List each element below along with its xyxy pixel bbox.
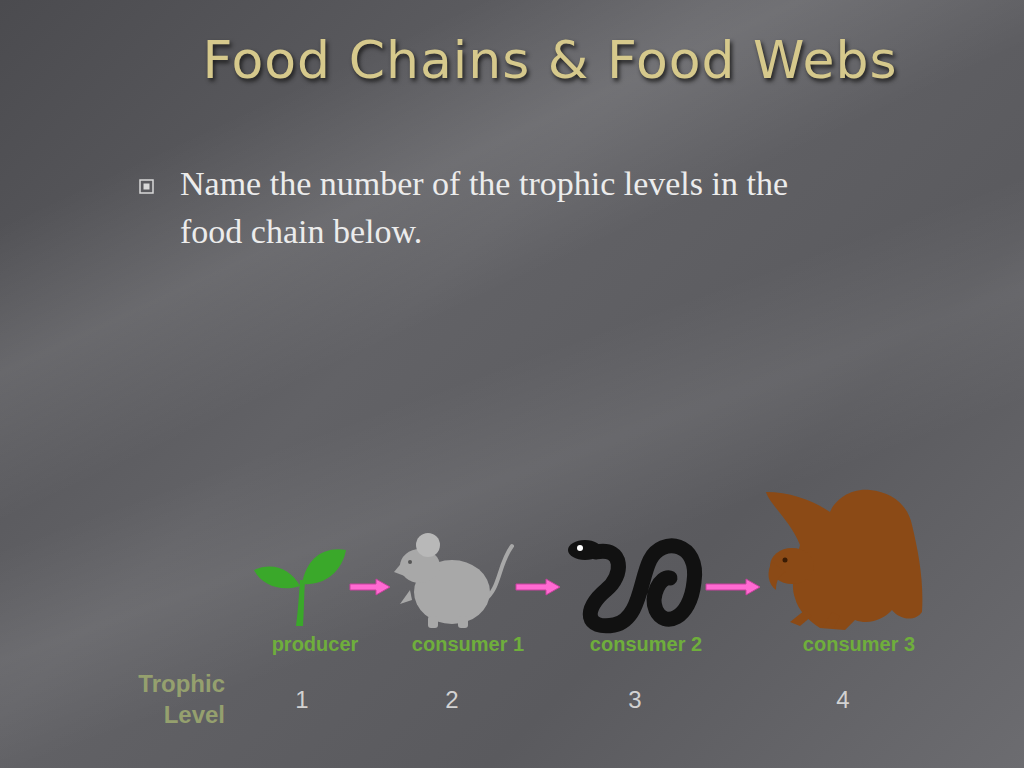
organism-node: consumer 1 [392, 518, 514, 630]
level-label: consumer 2 [590, 633, 702, 656]
axis-label: Trophic Level [105, 668, 225, 730]
food-arrow [516, 579, 560, 595]
snake-figure [568, 540, 695, 626]
food-arrow [350, 579, 390, 595]
mouse-figure [394, 533, 512, 628]
level-label: consumer 1 [412, 633, 524, 656]
level-label: consumer 3 [803, 633, 915, 656]
organism-node: consumer 2 [562, 522, 704, 632]
level-number: 2 [445, 686, 458, 714]
bullet-symbol [140, 180, 153, 193]
level-label: producer [272, 633, 359, 656]
organism-node: producer [250, 540, 348, 630]
sprout-figure [254, 549, 346, 626]
level-number: 3 [628, 686, 641, 714]
organism-node: consumer 3 [762, 484, 930, 630]
eagle-figure [766, 490, 922, 630]
prompt-text: Name the number of the trophic levels in… [180, 160, 805, 255]
level-number: 1 [295, 686, 308, 714]
food-arrow [706, 579, 760, 595]
level-number: 4 [836, 686, 849, 714]
slide-title: Food Chains & Food Webs [150, 30, 950, 90]
